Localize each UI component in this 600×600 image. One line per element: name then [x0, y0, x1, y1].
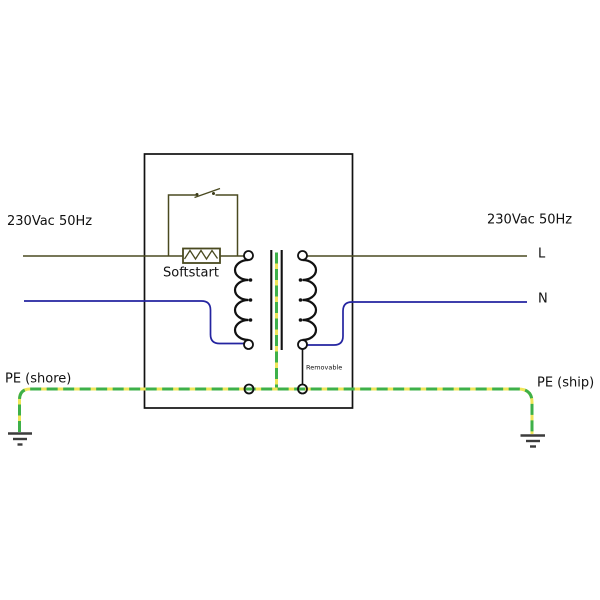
pe-wire-green	[18, 387, 534, 434]
label-neutral: N	[538, 292, 548, 307]
softstart-switch-blade-icon	[194, 187, 221, 199]
label-removable: Removable	[306, 364, 342, 372]
terminal-secondary-top	[297, 250, 308, 261]
softstart-bypass-loop	[167, 194, 239, 256]
switch-contact-dot	[195, 193, 199, 196]
label-voltage-ship: 230Vac 50Hz	[487, 213, 572, 228]
ground-ship-icon	[520, 434, 545, 448]
label-pe-shore: PE (shore)	[5, 372, 71, 387]
winding-cusp-dot	[298, 278, 303, 282]
winding-cusp-dot	[248, 278, 253, 282]
label-pe-ship: PE (ship)	[537, 376, 594, 391]
primary-winding-icon	[233, 258, 249, 342]
terminal-pe-shore	[243, 383, 255, 395]
winding-cusp-dot	[248, 318, 253, 322]
wire-neutral-ship	[307, 301, 527, 346]
winding-cusp-dot	[298, 318, 303, 322]
winding-cusp-dot	[248, 298, 253, 302]
transformer-core-lines-icon	[270, 250, 283, 350]
wire-neutral-shore	[24, 300, 244, 345]
secondary-winding-icon	[302, 258, 318, 342]
ground-shore-icon	[8, 432, 32, 446]
label-softstart: Softstart	[163, 266, 219, 281]
label-line: L	[538, 247, 546, 262]
winding-cusp-dot	[298, 298, 303, 302]
terminal-primary-bottom	[243, 339, 254, 350]
terminal-primary-top	[243, 250, 254, 261]
softstart-resistor-zigzag-icon	[183, 249, 219, 261]
label-voltage-shore: 230Vac 50Hz	[7, 214, 92, 229]
switch-contact-dot	[212, 192, 215, 195]
terminal-secondary-bottom	[297, 339, 308, 350]
terminal-pe-ship	[297, 383, 308, 395]
